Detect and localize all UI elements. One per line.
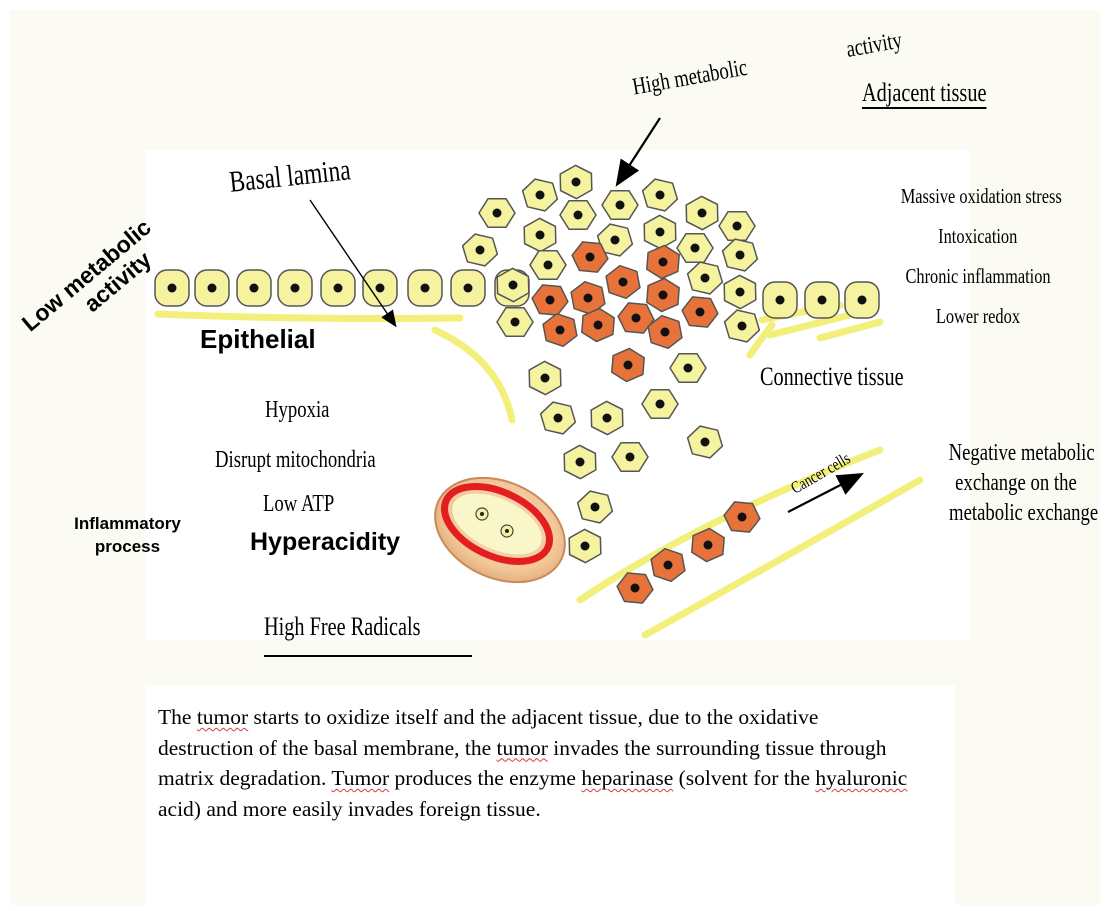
- healthy-cell: [591, 401, 623, 434]
- cancer-cell: [543, 314, 577, 347]
- hyperacidity-label: Hyperacidity: [250, 530, 400, 555]
- epithelial-cell: [408, 270, 442, 306]
- healthy-cell: [497, 308, 533, 337]
- blood-vessel-cross-section-icon: [418, 458, 582, 602]
- disrupt-mitochondria-label: Disrupt mitochondria: [215, 448, 421, 472]
- misspelled-word: Tumor: [331, 766, 389, 790]
- healthy-cell: [529, 361, 561, 394]
- misspelled-word: heparinase: [581, 766, 673, 790]
- epithelial-cell: [195, 270, 229, 306]
- epithelial-cell: [845, 282, 879, 318]
- oxidation-effect-item: Lower redox: [878, 306, 1078, 327]
- epithelial-cell: [451, 270, 485, 306]
- healthy-cell: [643, 179, 678, 211]
- cancer-cell: [692, 529, 724, 562]
- adjacent-tissue-label: Adjacent tissue: [862, 80, 1022, 106]
- healthy-cell: [686, 196, 718, 229]
- healthy-cell: [578, 491, 613, 523]
- misspelled-word: tumor: [197, 705, 248, 729]
- epithelial-cell: [237, 270, 271, 306]
- healthy-cell: [719, 212, 755, 241]
- healthy-cell: [677, 234, 713, 263]
- negative-metabolic-exchange-label: Negative metabolic exchange on the metab…: [928, 438, 1103, 528]
- healthy-cell: [602, 191, 638, 220]
- healthy-cell: [560, 201, 596, 230]
- epithelial-cells-right: [763, 282, 879, 318]
- hypoxia-label: Hypoxia: [265, 398, 348, 422]
- cancer-cell: [724, 502, 760, 532]
- misspelled-word: tumor: [497, 736, 548, 760]
- basal-lamina-pointer-arrow: [310, 200, 395, 325]
- vessel-wall-lower: [645, 480, 920, 635]
- cancer-cell: [532, 285, 568, 315]
- cancer-cell: [647, 246, 679, 279]
- oxidation-effect-item: Intoxication: [878, 226, 1078, 247]
- healthy-cell: [479, 199, 515, 228]
- oxidation-effect-item: Massive oxidation stress: [878, 186, 1078, 207]
- healthy-cell: [670, 354, 706, 383]
- healthy-cell: [541, 402, 576, 434]
- high-metabolic-pointer-arrow: [618, 118, 660, 183]
- high-free-radicals-label: High Free Radicals: [264, 614, 465, 640]
- healthy-cell: [530, 251, 566, 280]
- healthy-cell: [463, 234, 498, 266]
- healthy-cell: [688, 426, 723, 458]
- cancer-cell: [647, 279, 679, 312]
- epithelial-cells-left: [155, 270, 529, 306]
- healthy-cell: [723, 239, 758, 271]
- caption-paragraph: The tumor starts to oxidize itself and t…: [158, 702, 918, 824]
- connective-tissue-label: Connective tissue: [760, 364, 944, 390]
- healthy-cell: [644, 215, 676, 248]
- misspelled-word: hyaluronic: [815, 766, 907, 790]
- epithelial-cell: [321, 270, 355, 306]
- healthy-cell: [524, 218, 556, 251]
- inflammatory-process-label: Inflammatory process: [40, 515, 215, 555]
- healthy-cell: [569, 529, 601, 562]
- cancer-cell: [606, 266, 640, 299]
- healthy-cell: [724, 275, 756, 308]
- epithelial-cell: [155, 270, 189, 306]
- epithelial-cell: [805, 282, 839, 318]
- healthy-cell: [612, 443, 648, 472]
- cancer-cell: [682, 297, 718, 327]
- healthy-cell: [688, 262, 723, 294]
- cancer-cell: [612, 349, 644, 382]
- cancer-cell: [582, 309, 614, 342]
- healthy-cell: [560, 165, 592, 198]
- fiber-line: [435, 330, 512, 420]
- fiber-line: [820, 322, 880, 338]
- cancer-cell: [572, 242, 608, 272]
- healthy-cell: [642, 390, 678, 419]
- healthy-cell: [725, 310, 760, 342]
- epithelial-cell: [363, 270, 397, 306]
- oxidation-effect-item: Chronic inflammation: [878, 266, 1078, 287]
- cancer-cell: [617, 573, 653, 603]
- healthy-cell: [564, 445, 596, 478]
- healthy-cell: [523, 179, 558, 211]
- epithelial-cell: [763, 282, 797, 318]
- epithelial-label: Epithelial: [200, 326, 316, 352]
- basal-membrane-line: [158, 314, 460, 319]
- low-atp-label: Low ATP: [263, 492, 354, 516]
- epithelial-cell: [278, 270, 312, 306]
